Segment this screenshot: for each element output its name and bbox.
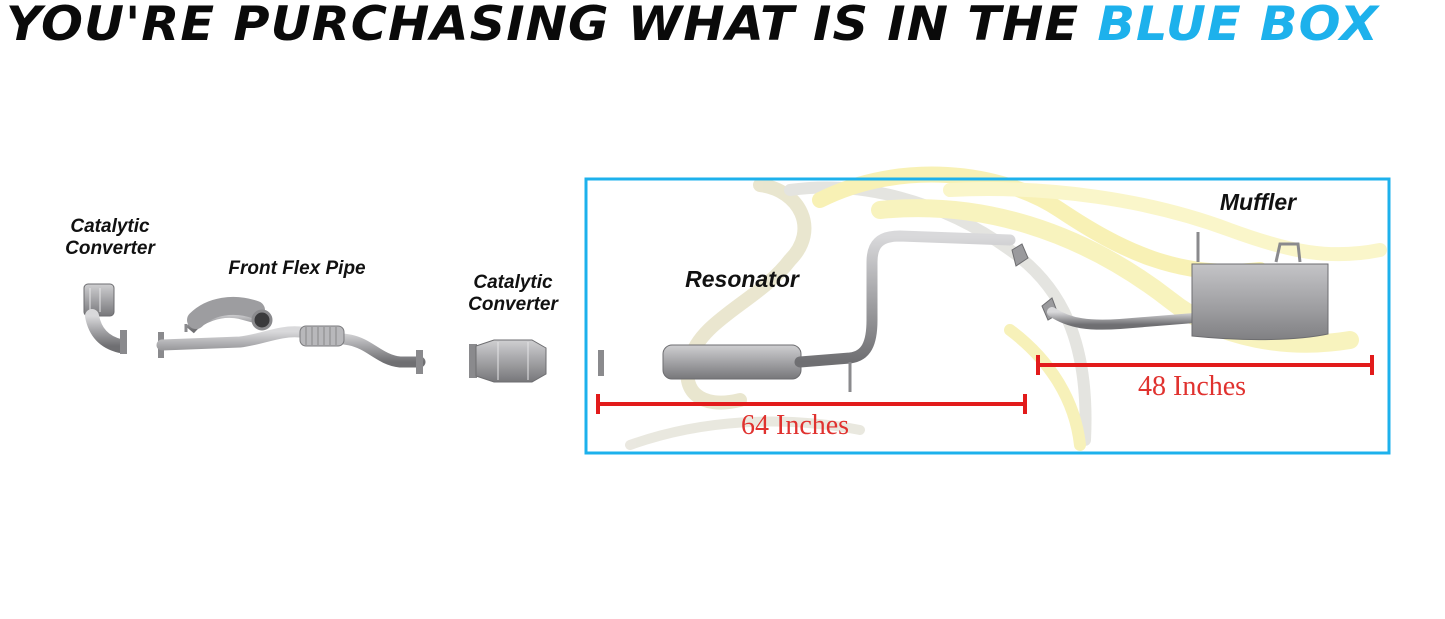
headline-prefix: YOU'RE PURCHASING WHAT IS IN THE (6, 0, 1080, 52)
measure-line-64 (596, 394, 1027, 414)
front-catalytic-converter-label: Catalytic Converter (65, 216, 155, 259)
page-headline: YOU'RE PURCHASING WHAT IS IN THE BLUE BO… (6, 0, 1445, 52)
watermark-logo (625, 166, 1387, 451)
resonator-assembly-part (598, 230, 1029, 392)
mid-catalytic-converter-part (469, 339, 547, 383)
muffler-length-text: 48 Inches (1138, 371, 1247, 402)
muffler-label: Muffler (1219, 189, 1297, 215)
front-flex-pipe-part (156, 296, 426, 374)
front-flex-pipe-label: Front Flex Pipe (228, 258, 366, 279)
blue-box-frame (584, 177, 1391, 455)
measure-line-48 (1036, 355, 1374, 375)
mid-catalytic-converter-label: Catalytic Converter (468, 272, 558, 315)
headline-accent: BLUE BOX (1097, 0, 1379, 52)
front-catalytic-converter-part (83, 283, 127, 354)
muffler-assembly-part (1041, 232, 1375, 341)
resonator-label: Resonator (685, 266, 799, 292)
resonator-length-text: 64 Inches (741, 410, 850, 441)
